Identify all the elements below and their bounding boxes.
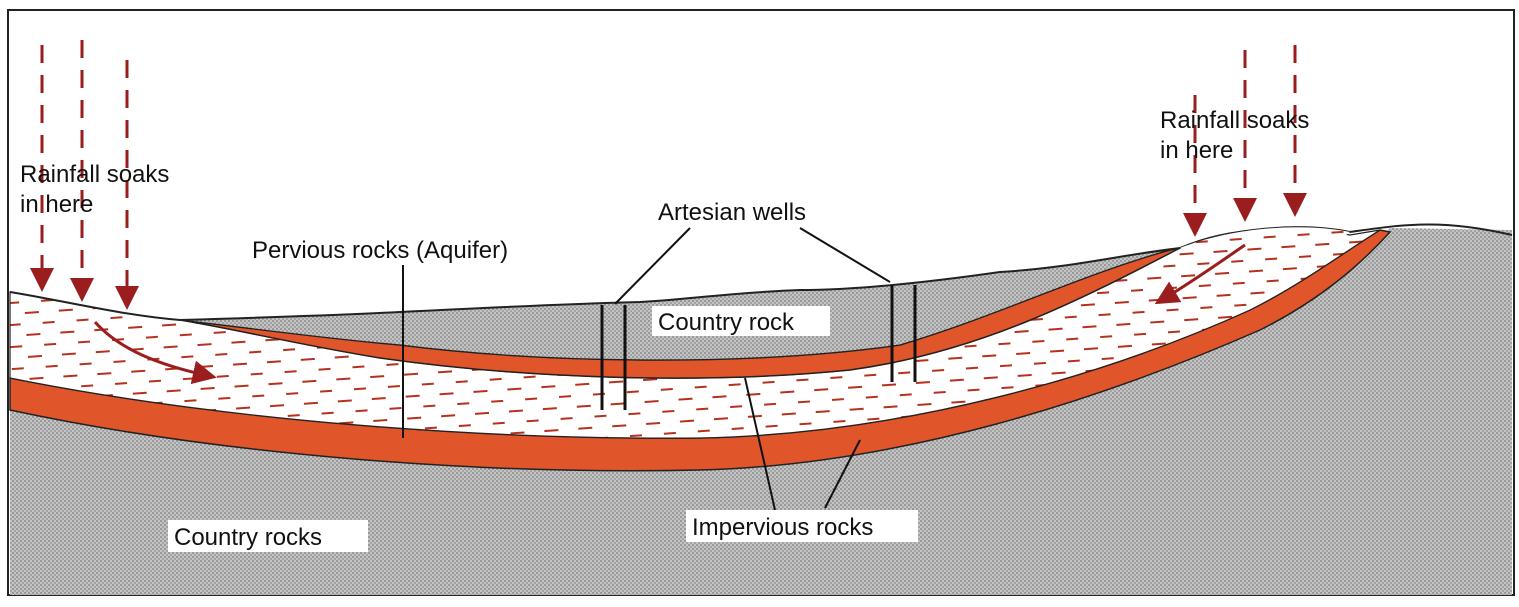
pervious-rocks-label: Pervious rocks (Aquifer) [252, 237, 508, 264]
rain-label-right-line1: Rainfall soaks [1160, 107, 1309, 134]
artesian-wells-label: Artesian wells [658, 199, 806, 226]
country-rocks-lower-label: Country rocks [174, 524, 322, 551]
rain-label-right-line2: in here [1160, 137, 1233, 164]
rain-label-left-line1: Rainfall soaks [20, 161, 169, 188]
country-rock-upper-label: Country rock [658, 309, 795, 336]
impervious-rocks-label: Impervious rocks [692, 514, 873, 541]
rain-label-left-line2: in here [20, 191, 93, 218]
